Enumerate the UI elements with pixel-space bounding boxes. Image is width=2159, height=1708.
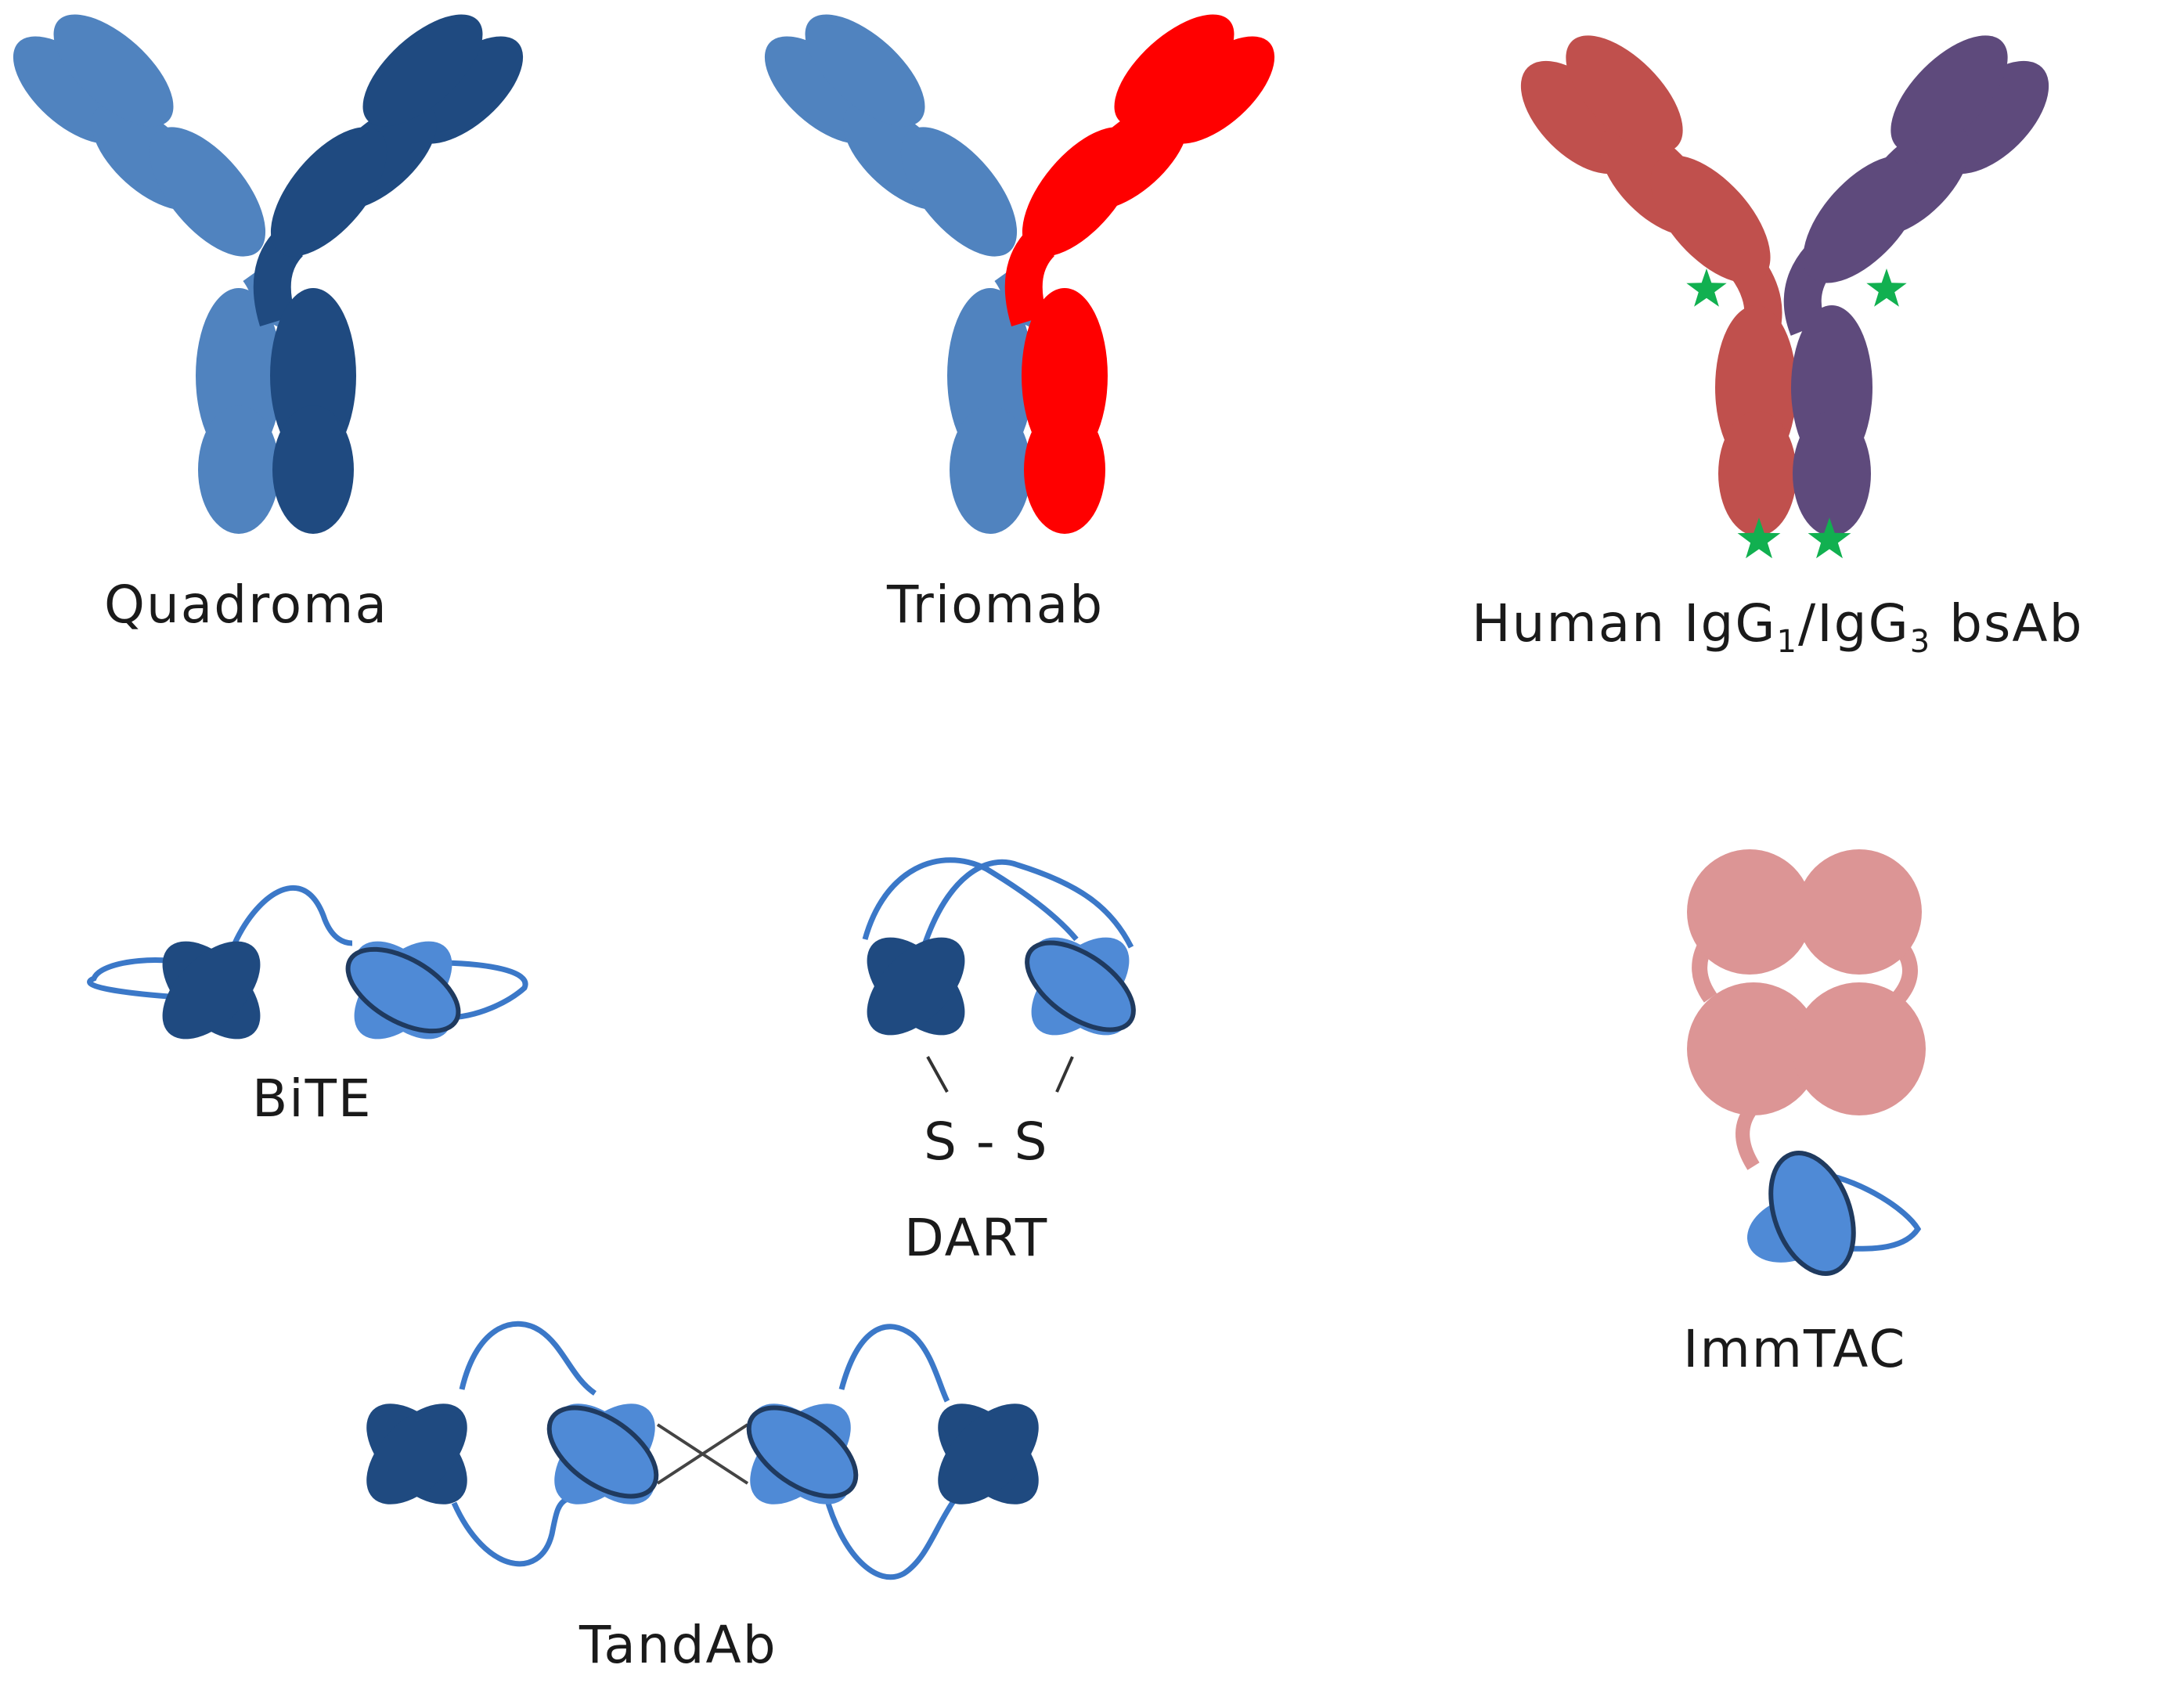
dart-bond-label: S - S [924, 1112, 1049, 1172]
immtac-tcr-domain [1687, 982, 1820, 1115]
quadroma-label: Quadroma [104, 575, 388, 635]
human-bsab-label-suffix: bsAb [1931, 593, 2084, 654]
immtac-construct [1687, 849, 1926, 1276]
quadroma-antibody [13, 14, 524, 534]
triomab-label: Triomab [887, 575, 1105, 635]
human-bsab-label-prefix: Human IgG [1472, 593, 1777, 654]
tandab-linker-1 [459, 1321, 597, 1396]
tandab-label: TandAb [579, 1615, 777, 1675]
immtac-tcr-domain [1797, 849, 1922, 975]
bite-dark-vdomain [145, 924, 278, 1057]
disulfide-bond-right [1055, 1056, 1074, 1093]
quadroma-right-heavy-light-chain [253, 14, 524, 534]
triomab-right-chain [1004, 14, 1275, 534]
human-bsab-label: Human IgG1/IgG3 bsAb [1472, 593, 2083, 660]
immtac-tcr-domain [1687, 849, 1812, 975]
tandab-linker-2 [451, 1496, 569, 1567]
human-bsab-label-mid: /IgG [1797, 593, 1910, 654]
quadroma-left-heavy-light-chain [13, 14, 290, 534]
immtac-scfv-linker [1823, 1171, 1922, 1252]
bite-linker [87, 885, 528, 1021]
bite-light-vdomain-outline [345, 946, 461, 1034]
tandab-dark-vdomain [348, 1385, 485, 1522]
tandab-dark-vdomain [920, 1385, 1057, 1522]
immtac-label: ImmTAC [1683, 1319, 1907, 1379]
tandab-linker-4 [823, 1494, 957, 1580]
bite-label: BiTE [252, 1068, 373, 1129]
human-bsab-label-sub2: 3 [1909, 624, 1932, 661]
dart-label: DART [904, 1208, 1049, 1268]
dart-light-vdomain-outline [1025, 940, 1136, 1032]
triomab-left-chain [764, 14, 1041, 534]
tandab-construct [348, 1321, 1057, 1580]
tandab-linker-3 [838, 1324, 950, 1403]
triomab-antibody [764, 14, 1275, 534]
star-icon [1866, 268, 1907, 307]
tandab-light-vdomain-outline [746, 1405, 859, 1499]
immtac-scfv-domain [1768, 1151, 1856, 1276]
human-bsab-right-chain [1783, 35, 2049, 536]
tandab-light-vdomain-outline [546, 1405, 659, 1499]
dart-dark-vdomain [849, 920, 982, 1053]
immtac-tail [1735, 1108, 1760, 1170]
tandab-cross-linker-b [656, 1423, 749, 1485]
dart-construct [849, 857, 1147, 1093]
bite-construct [87, 885, 528, 1057]
dart-linker-2 [921, 859, 1134, 949]
immtac-tcr-domain [1793, 982, 1926, 1115]
human-bsab-label-sub1: 1 [1776, 624, 1798, 661]
disulfide-bond-left [926, 1056, 949, 1093]
human-bsab-left-chain [1520, 35, 1797, 536]
human-igg-bsab-antibody [1520, 35, 2049, 559]
